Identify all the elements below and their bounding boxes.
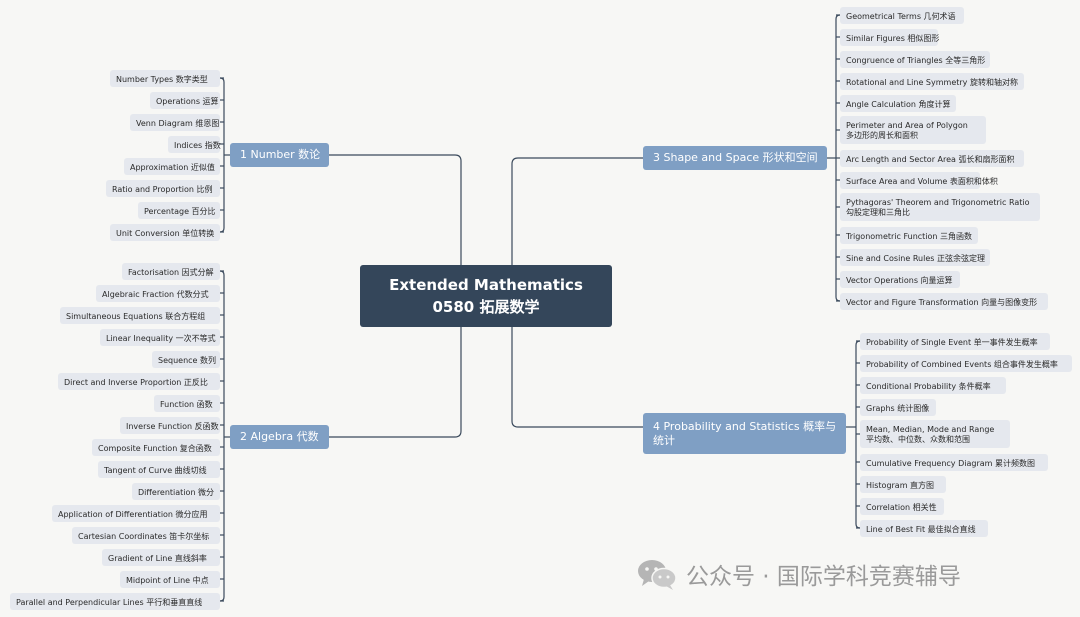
branch-bus (855, 340, 861, 529)
leaf-shape-6-line2: 多边形的周长和面积 (846, 131, 918, 140)
leaf-number-8[interactable]: Unit Conversion 单位转换 (110, 223, 220, 241)
central-topic-line2: 0580 拓展数学 (432, 298, 540, 316)
leaf-algebra-10[interactable]: Tangent of Curve 曲线切线 (98, 460, 220, 478)
leaf-prob-3[interactable]: Conditional Probability 条件概率 (860, 376, 1006, 394)
leaf-algebra-11[interactable]: Differentiation 微分 (132, 482, 220, 500)
leaf-prob-5-line2: 平均数、中位数、众数和范围 (866, 435, 970, 444)
leaf-shape-9-line2: 勾股定理和三角比 (846, 208, 910, 217)
leaf-number-7[interactable]: Percentage 百分比 (138, 201, 220, 219)
leaf-algebra-5[interactable]: Sequence 数列 (152, 350, 220, 368)
leaf-prob-4[interactable]: Graphs 统计图像 (860, 398, 936, 416)
branch-algebra-label: 2 Algebra 代数 (240, 430, 319, 443)
leaf-shape-8[interactable]: Surface Area and Volume 表面积和体积 (840, 171, 998, 189)
leaf-prob-9[interactable]: Line of Best Fit 最佳拟合直线 (860, 519, 988, 537)
leaf-shape-3[interactable]: Congruence of Triangles 全等三角形 (840, 50, 990, 68)
leaf-prob-8[interactable]: Correlation 相关性 (860, 497, 944, 515)
leaf-algebra-3[interactable]: Simultaneous Equations 联合方程组 (60, 306, 220, 324)
leaf-algebra-7[interactable]: Function 函数 (154, 394, 220, 412)
branch-algebra[interactable]: 2 Algebra 代数 (230, 425, 329, 449)
central-topic[interactable]: Extended Mathematics 0580 拓展数学 (360, 265, 612, 327)
leaf-shape-1[interactable]: Geometrical Terms 几何术语 (840, 6, 964, 24)
leaf-algebra-13[interactable]: Cartesian Coordinates 笛卡尔坐标 (72, 526, 220, 544)
leaf-number-4[interactable]: Indices 指数 (168, 135, 221, 153)
branch-number-label: 1 Number 数论 (240, 148, 321, 161)
leaf-shape-10[interactable]: Trigonometric Function 三角函数 (840, 226, 978, 244)
root-connector (329, 327, 462, 438)
leaf-number-1[interactable]: Number Types 数字类型 (110, 69, 220, 87)
leaf-shape-9-line1: Pythagoras' Theorem and Trigonometric Ra… (846, 198, 1030, 207)
leaf-algebra-8[interactable]: Inverse Function 反函数 (120, 416, 220, 434)
leaf-shape-9[interactable]: Pythagoras' Theorem and Trigonometric Ra… (840, 193, 1040, 221)
leaf-algebra-16[interactable]: Parallel and Perpendicular Lines 平行和垂直直线 (10, 592, 220, 610)
root-connector (511, 157, 643, 265)
leaf-shape-4[interactable]: Rotational and Line Symmetry 旋转和轴对称 (840, 72, 1024, 90)
branch-probability-label-line2: 统计 (653, 433, 675, 447)
leaf-number-3[interactable]: Venn Diagram 维恩图 (130, 113, 220, 131)
leaf-prob-7[interactable]: Histogram 直方图 (860, 475, 946, 493)
leaf-shape-13[interactable]: Vector and Figure Transformation 向量与图像变形 (840, 292, 1048, 310)
branch-probability-label-line1: 4 Probability and Statistics 概率与 (653, 419, 837, 433)
leaf-shape-2[interactable]: Similar Figures 相似图形 (840, 28, 939, 46)
leaf-prob-1[interactable]: Probability of Single Event 单一事件发生概率 (860, 332, 1050, 350)
leaf-algebra-2[interactable]: Algebraic Fraction 代数分式 (96, 284, 220, 302)
branch-shape-space[interactable]: 3 Shape and Space 形状和空间 (643, 146, 827, 170)
leaf-prob-2[interactable]: Probability of Combined Events 组合事件发生概率 (860, 354, 1072, 372)
branch-shape-space-label: 3 Shape and Space 形状和空间 (653, 151, 818, 164)
leaf-algebra-1[interactable]: Factorisation 因式分解 (122, 262, 220, 280)
root-connector (329, 154, 462, 265)
leaf-number-6[interactable]: Ratio and Proportion 比例 (106, 179, 220, 197)
branch-bus (219, 270, 225, 602)
leaf-number-5[interactable]: Approximation 近似值 (124, 157, 220, 175)
leaf-shape-11[interactable]: Sine and Cosine Rules 正弦余弦定理 (840, 248, 990, 266)
wechat-icon (638, 560, 677, 590)
leaf-algebra-6[interactable]: Direct and Inverse Proportion 正反比 (58, 372, 220, 390)
root-connector (511, 327, 643, 428)
branch-number[interactable]: 1 Number 数论 (230, 143, 329, 167)
leaf-shape-5[interactable]: Angle Calculation 角度计算 (840, 94, 956, 112)
leaf-number-2[interactable]: Operations 运算 (150, 91, 220, 109)
leaf-algebra-4[interactable]: Linear Inequality 一次不等式 (100, 328, 220, 346)
leaf-prob-6[interactable]: Cumulative Frequency Diagram 累计频数图 (860, 453, 1048, 471)
leaf-algebra-12[interactable]: Application of Differentiation 微分应用 (52, 504, 220, 522)
footer-text: 公众号 · 国际学科竞赛辅导 (686, 564, 961, 590)
leaf-prob-5-line1: Mean, Median, Mode and Range (866, 425, 995, 434)
leaf-algebra-14[interactable]: Gradient of Line 直线斜率 (102, 548, 220, 566)
central-topic-line1: Extended Mathematics (389, 276, 583, 294)
leaf-shape-7[interactable]: Arc Length and Sector Area 弧长和扇形面积 (840, 149, 1024, 167)
branch-bus (219, 77, 225, 233)
branch-probability-statistics[interactable]: 4 Probability and Statistics 概率与 统计 (643, 413, 846, 454)
leaf-algebra-15[interactable]: Midpoint of Line 中点 (120, 570, 220, 588)
leaf-algebra-9[interactable]: Composite Function 复合函数 (92, 438, 220, 456)
footer-watermark: 公众号 · 国际学科竞赛辅导 (636, 556, 1056, 592)
leaf-shape-6-line1: Perimeter and Area of Polygon (846, 121, 968, 130)
leaf-shape-12[interactable]: Vector Operations 向量运算 (840, 270, 960, 288)
